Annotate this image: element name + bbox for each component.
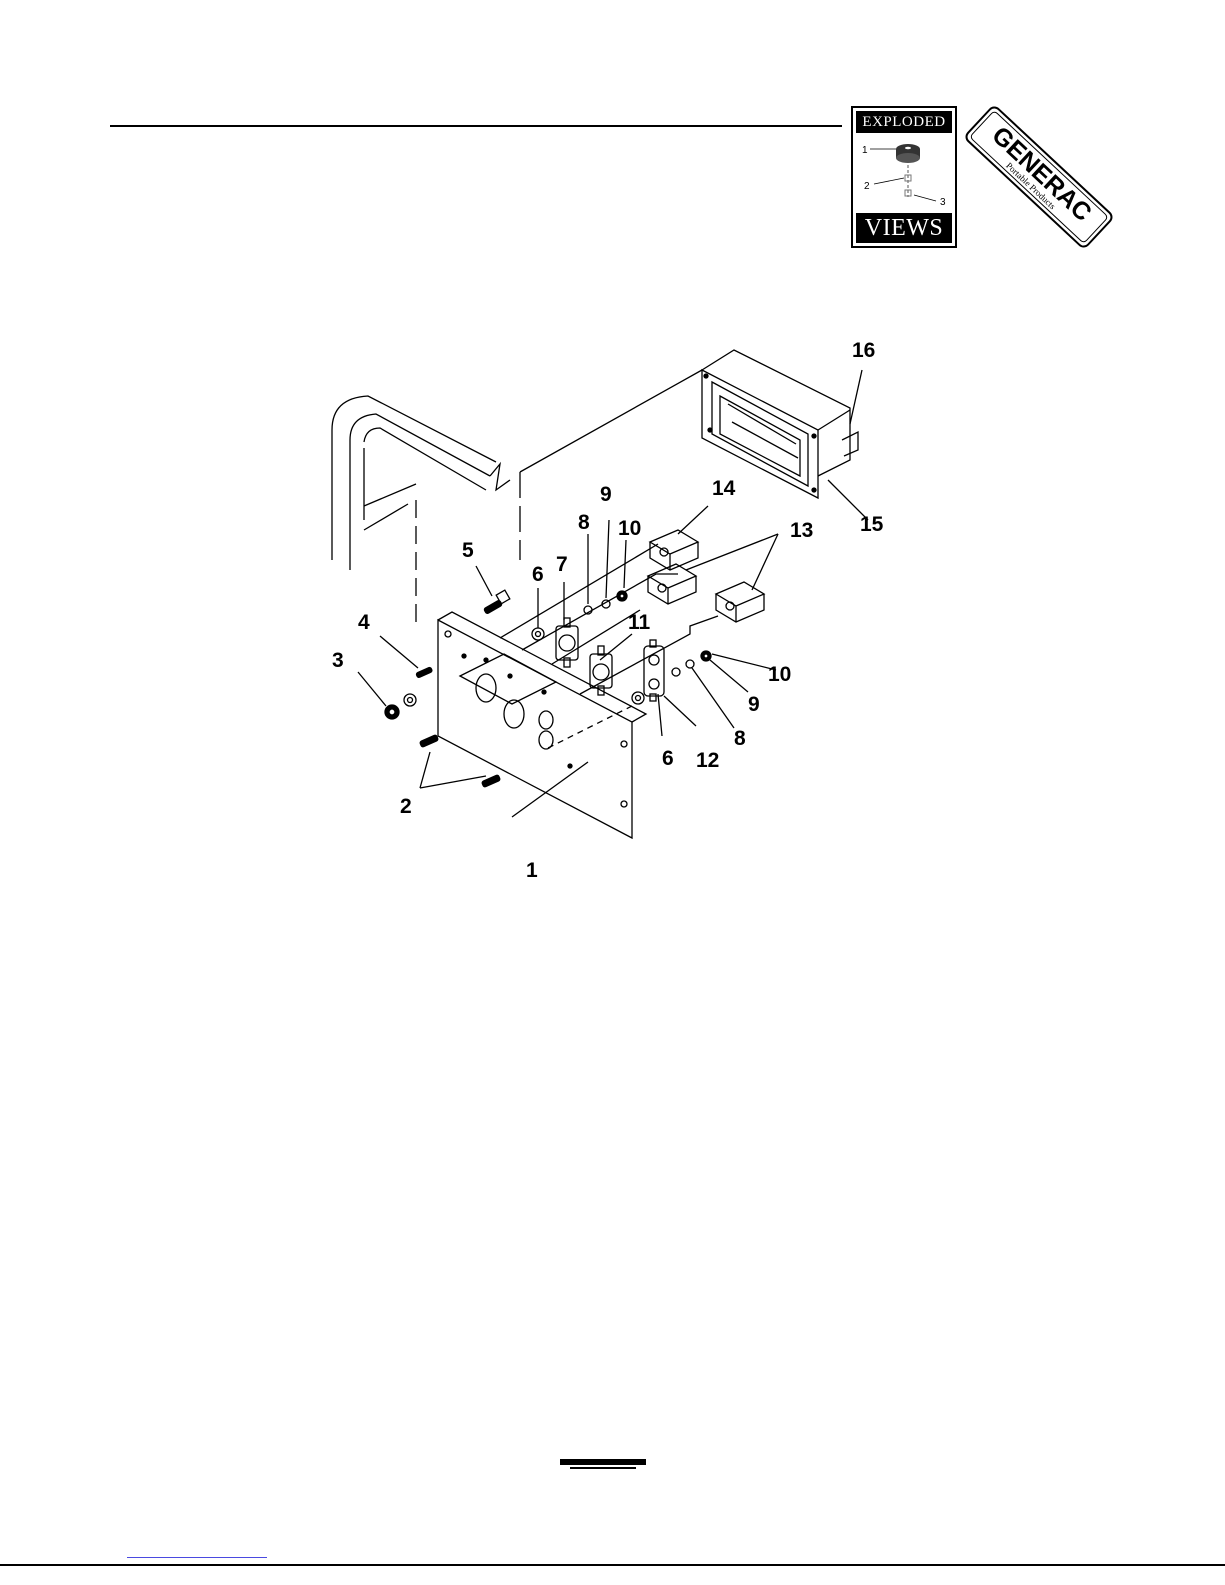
callout-4: 4: [358, 612, 370, 633]
callout-13: 13: [790, 520, 813, 541]
callout-6-lower: 6: [662, 748, 674, 769]
callout-14: 14: [712, 478, 735, 499]
callout-9-upper: 9: [600, 484, 612, 505]
callout-15: 15: [860, 514, 883, 535]
callout-5: 5: [462, 540, 474, 561]
callout-7: 7: [556, 554, 568, 575]
generac-logo: GENERAC Portable Products: [958, 102, 1120, 252]
callout-12: 12: [696, 750, 719, 771]
callout-8-lower: 8: [734, 728, 746, 749]
mini-callout: 3: [940, 197, 946, 208]
mini-callout: 1: [862, 145, 868, 156]
mini-callout: 2: [864, 181, 870, 192]
callout-2: 2: [400, 796, 412, 817]
callout-11: 11: [628, 612, 650, 633]
exploded-diagram: 1 2 3 4 5 6 7 8 9 10 11 12 13 14 15 16 6…: [320, 330, 920, 890]
badge-illustration: 1 2 3: [856, 135, 952, 217]
callout-16: 16: [852, 340, 875, 361]
callout-10-upper: 10: [618, 518, 641, 539]
badge-top-label: EXPLODED: [856, 111, 952, 133]
footer-page-bar: [560, 1459, 646, 1465]
callout-6-upper: 6: [532, 564, 544, 585]
callout-8-upper: 8: [578, 512, 590, 533]
callout-1: 1: [526, 860, 538, 881]
callout-9-lower: 9: [748, 694, 760, 715]
callout-10-lower: 10: [768, 664, 791, 685]
callout-3: 3: [332, 650, 344, 671]
exploded-views-badge: EXPLODED 1 2 3 VIEWS: [851, 106, 957, 248]
bottom-rule: [0, 1564, 1225, 1566]
badge-bottom-label: VIEWS: [856, 213, 952, 243]
bottom-link-underline: [127, 1557, 267, 1558]
header-rule: [110, 125, 842, 127]
